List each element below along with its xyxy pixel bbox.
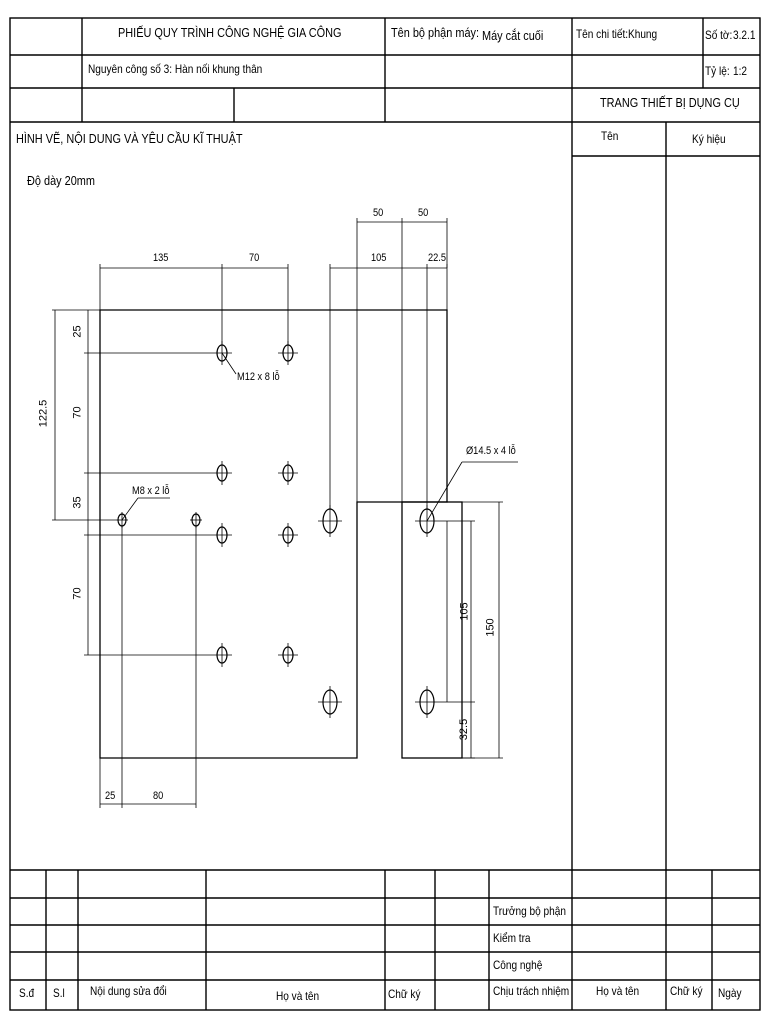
dim-top-135: 135 xyxy=(153,252,169,264)
sheet-value: 3.2.1 xyxy=(733,28,756,42)
dim-top-50b: 50 xyxy=(418,207,429,219)
role-kiem-tra: Kiểm tra xyxy=(493,931,531,945)
thickness-note: Độ dày 20mm xyxy=(27,173,95,188)
role-cong-nghe: Công nghệ xyxy=(493,958,543,972)
role-chiu-trach-nhiem: Chịu trách nhiệm xyxy=(493,984,570,998)
footer-header-content: Nội dung sửa đổi xyxy=(90,984,167,998)
note-m8: M8 x 2 lỗ xyxy=(132,485,170,497)
dim-bottom-80: 80 xyxy=(153,790,164,802)
col-name-header: Tên xyxy=(601,129,619,143)
part-value: Khung xyxy=(628,27,658,41)
machine-label: Tên bộ phận máy: xyxy=(391,25,480,40)
dim-left-35: 35 xyxy=(71,496,84,509)
machine-value: Máy cắt cuối xyxy=(482,28,544,43)
footer-header-sl: S.l xyxy=(53,986,65,1000)
dim-right-150: 150 xyxy=(484,618,497,637)
equipment-title: TRANG THIẾT BỊ DỤNG CỤ xyxy=(600,95,740,110)
footer-header-sd: S.đ xyxy=(19,986,35,1000)
dim-top-22-5: 22.5 xyxy=(428,252,446,264)
drawing-title: HÌNH VẼ, NỘI DUNG VÀ YÊU CẦU KĨ THUẬT xyxy=(16,131,243,146)
holes xyxy=(117,344,435,715)
scale-value: 1:2 xyxy=(733,64,748,78)
dim-top-105: 105 xyxy=(371,252,387,264)
footer-header-name2: Họ và tên xyxy=(596,984,640,998)
dim-left-25: 25 xyxy=(71,325,84,338)
note-d14-5: Ø14.5 x 4 lỗ xyxy=(466,445,516,457)
dim-right-32-5: 32.5 xyxy=(458,718,471,741)
scale-label: Tỷ lệ: xyxy=(705,64,730,78)
footer-header-date: Ngày xyxy=(718,986,742,1000)
footer-header-sign2: Chữ ký xyxy=(670,984,703,998)
dim-top-50a: 50 xyxy=(373,207,384,219)
footer-header-name: Họ và tên xyxy=(276,989,320,1003)
dim-left-70b: 70 xyxy=(71,587,84,600)
dim-left-70a: 70 xyxy=(71,406,84,419)
sheet-label: Số tờ: xyxy=(705,28,733,42)
form-title: PHIẾU QUY TRÌNH CÔNG NGHỆ GIA CÔNG xyxy=(118,25,342,40)
operation-label: Nguyên công số 3: Hàn nối khung thân xyxy=(88,62,263,76)
dim-right-105: 105 xyxy=(458,602,471,621)
dim-bottom-25: 25 xyxy=(105,790,116,802)
dim-top-70: 70 xyxy=(249,252,260,264)
part-label: Tên chi tiết: xyxy=(576,27,629,41)
dim-left-122-5: 122.5 xyxy=(37,399,50,428)
col-symbol-header: Ký hiệu xyxy=(692,132,726,146)
footer-header-sign: Chữ ký xyxy=(388,987,421,1001)
role-truong-bo-phan: Trưởng bộ phận xyxy=(493,904,566,918)
plate-right-outline xyxy=(401,501,463,759)
note-m12: M12 x 8 lỗ xyxy=(237,371,280,383)
